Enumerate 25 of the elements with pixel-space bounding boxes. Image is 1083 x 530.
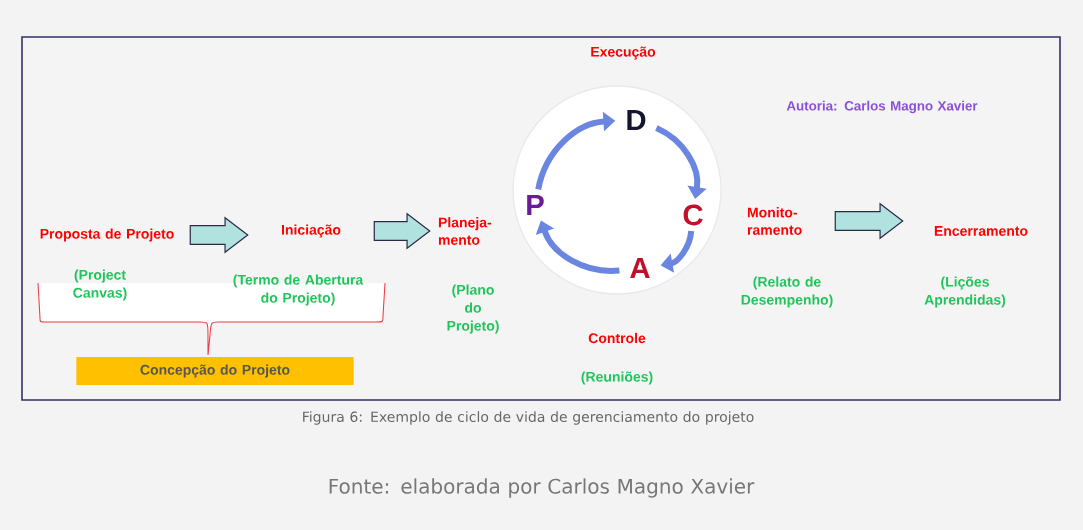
subtitle-text: (Reuniões) bbox=[581, 371, 653, 385]
cycle-letter: C bbox=[683, 204, 703, 226]
phase-label: Monito- ramento bbox=[747, 207, 802, 235]
subtitle-text: (Termo de Abertura do Projeto) bbox=[233, 274, 364, 306]
phase-label: Controle bbox=[588, 332, 646, 344]
subtitle-text: (Plano do Projeto) bbox=[447, 284, 499, 334]
subtitle-text: (Relato de Desempenho) bbox=[741, 276, 833, 308]
phase-label: Encerramento bbox=[934, 226, 1028, 236]
cycle-letter: P bbox=[527, 194, 544, 216]
figure-caption: Figura 6: Exemplo de ciclo de vida de gerenciamento do projeto bbox=[303, 411, 754, 425]
subtitle-text: (Lições Aprendidas) bbox=[924, 276, 1006, 308]
phase-label: Proposta de Projeto bbox=[40, 228, 174, 242]
cycle-arrow bbox=[655, 125, 707, 199]
cycle-letter: D bbox=[627, 109, 646, 131]
source-note: Fonte: elaborada por Carlos Magno Xavier bbox=[329, 478, 755, 498]
subtitle-text: (Project Canvas) bbox=[73, 269, 127, 301]
cycle-letter: A bbox=[630, 257, 650, 279]
author-note: Autoria: Carlos Magno Xavier bbox=[786, 100, 978, 114]
block-arrow bbox=[834, 202, 904, 240]
block-arrow bbox=[189, 216, 249, 254]
phase-label: Iniciação bbox=[282, 224, 341, 238]
block-arrow bbox=[373, 212, 431, 250]
phase-label: Planeja- mento bbox=[438, 217, 492, 245]
phase-label: Execução bbox=[591, 46, 656, 60]
concept-box: Concepção do Projeto bbox=[76, 357, 354, 385]
